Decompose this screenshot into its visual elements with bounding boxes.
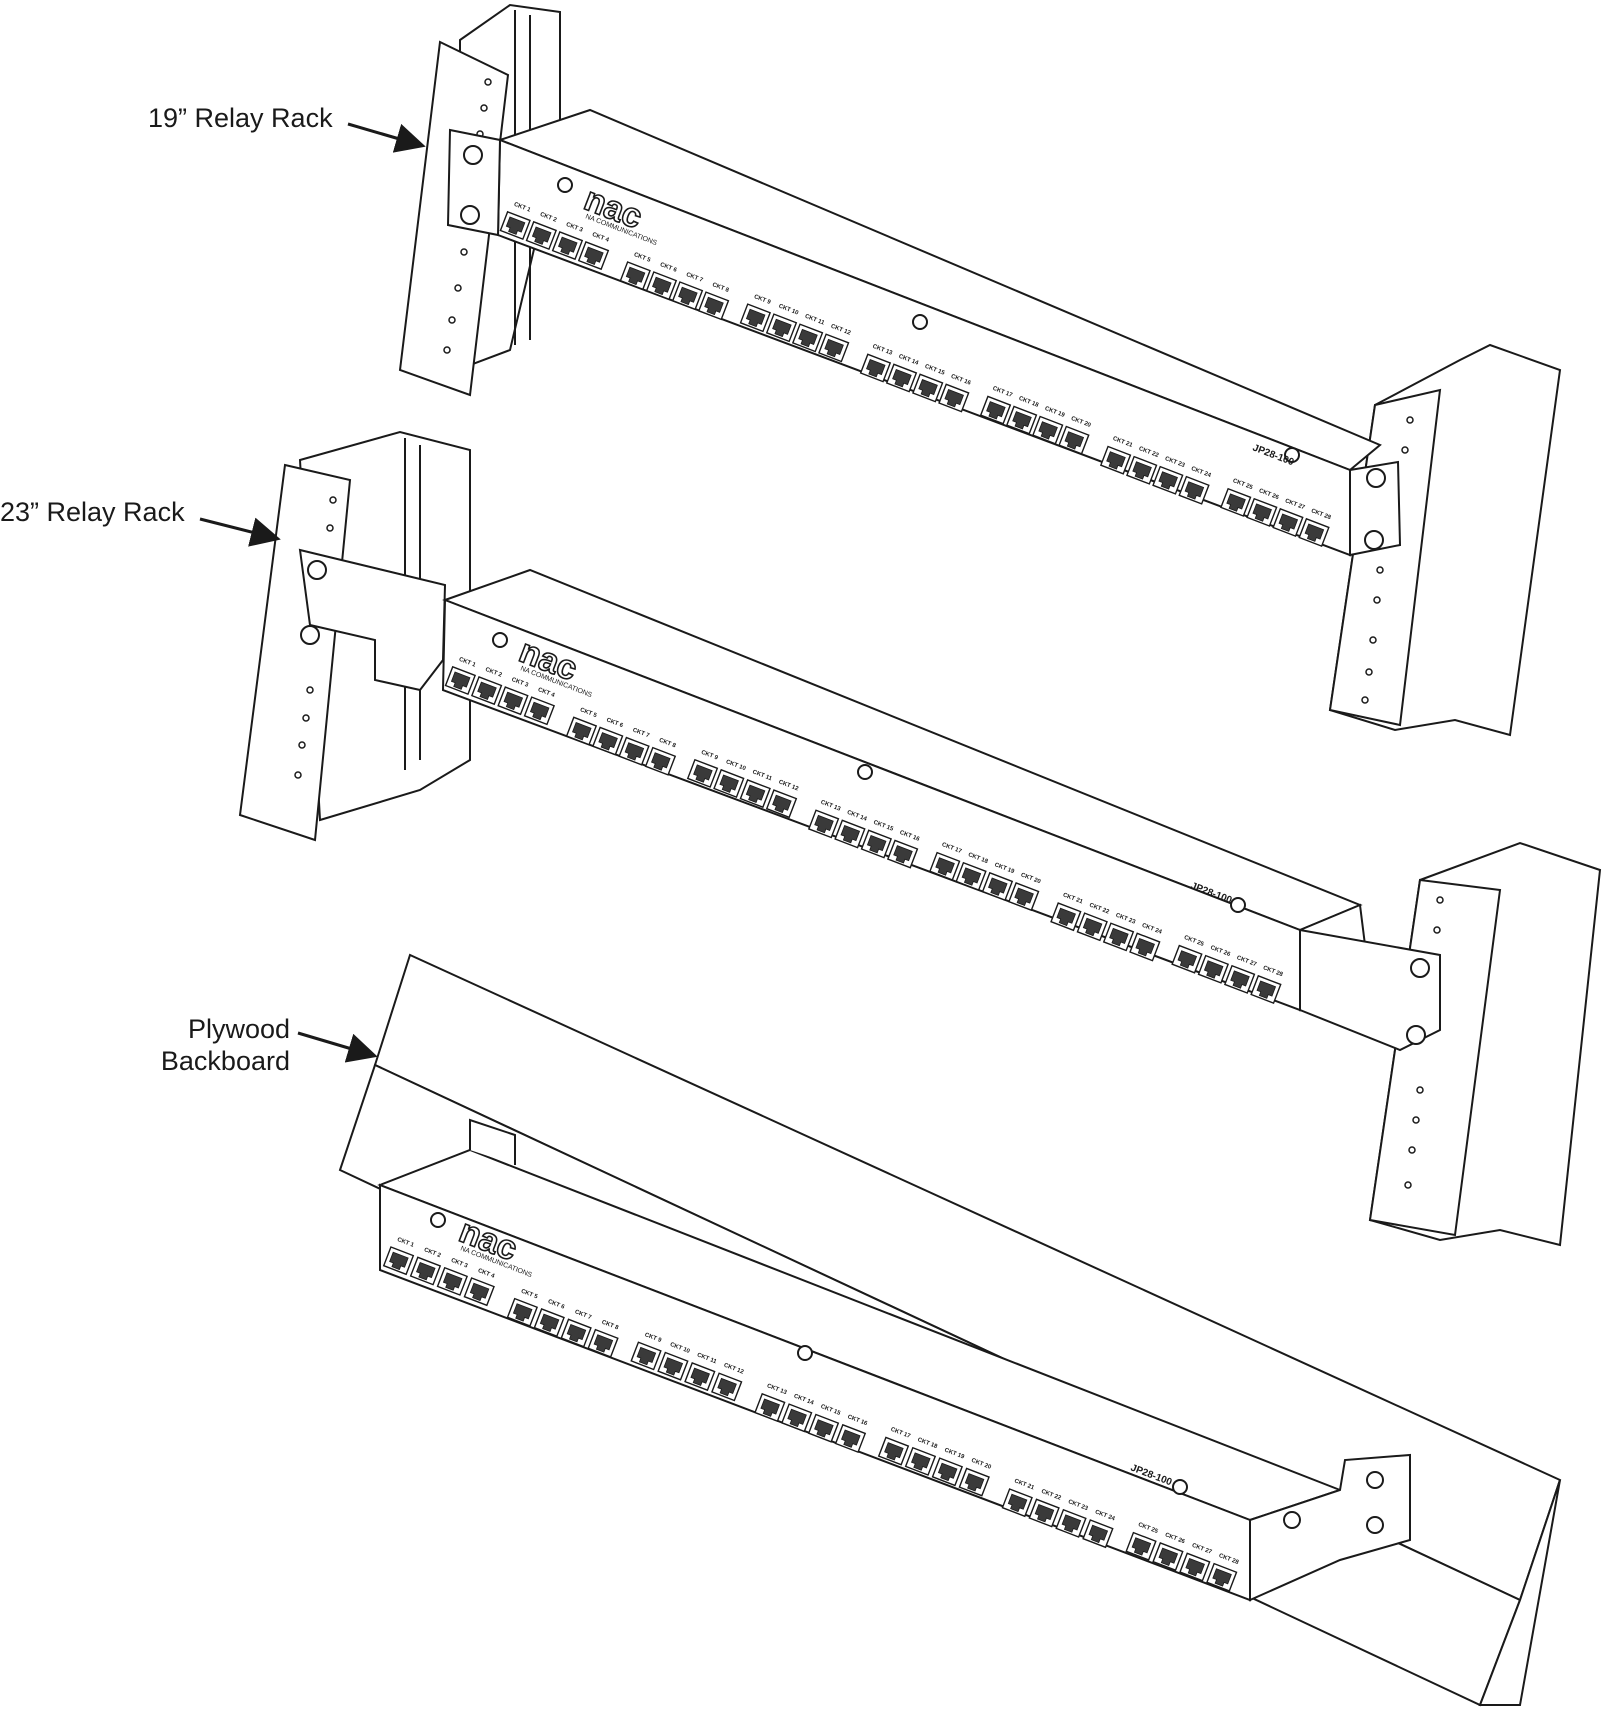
panel19-right-ear	[1349, 460, 1402, 557]
p23-port-12: CKT 12	[765, 779, 800, 819]
rack19-right-rail-front	[1328, 388, 1442, 727]
panel-wall-left-tab	[469, 1118, 516, 1165]
p19-port-4: CKT 4	[577, 232, 610, 271]
rack-23-assembly	[238, 430, 1602, 1247]
pw-port-2: CKT 2	[409, 1247, 442, 1286]
p23-port-4: CKT 4	[523, 687, 556, 726]
arrow-plywood	[297, 1031, 378, 1063]
label-19-relay-rack: 19” Relay Rack	[148, 103, 333, 133]
pw-port-3: CKT 3	[436, 1258, 469, 1296]
p19-port-7: CKT 7	[671, 272, 704, 311]
p19-port-8: CKT 8	[697, 282, 730, 321]
panel19-top	[497, 108, 1382, 472]
p19-port-26: CKT 26	[1246, 488, 1280, 527]
panel23-left-bracket	[298, 548, 447, 692]
label-plywood-line2: Backboard	[160, 1046, 290, 1077]
panel-wall-right-bracket	[1249, 1453, 1411, 1602]
p19-port-13: CKT 13	[859, 344, 894, 383]
arrow-rack19	[347, 122, 426, 153]
arrow-rack23	[199, 517, 281, 547]
p23-port-17: CKT 17	[929, 842, 963, 881]
rack-19-assembly	[398, 3, 1562, 737]
pw-port-16: CKT 16	[834, 1414, 869, 1454]
plywood-assembly	[338, 953, 1562, 1707]
pw-port-9: CKT 9	[630, 1332, 663, 1371]
p19-port-2: CKT 2	[525, 212, 558, 251]
label-plywood-line1: Plywood	[187, 1014, 290, 1044]
pw-port-11: CKT 11	[684, 1352, 718, 1392]
label-23-relay-rack: 23” Relay Rack	[0, 497, 185, 527]
p23-port-15: CKT 15	[860, 820, 894, 859]
panel23-top	[442, 568, 1363, 932]
pw-port-4: CKT 4	[463, 1268, 496, 1307]
pw-port-8: CKT 8	[587, 1320, 620, 1358]
pw-port-10: CKT 10	[657, 1342, 691, 1381]
pw-port-15: CKT 15	[807, 1404, 842, 1443]
label-plywood-backboard: Plywood Backboard	[150, 1013, 290, 1078]
rack23-right-rail-front	[1368, 878, 1502, 1237]
pw-port-25: CKT 25	[1125, 1522, 1159, 1561]
p19-port-6: CKT 6	[645, 262, 678, 301]
pw-port-21: CKT 21	[1001, 1478, 1035, 1518]
p23-port-5: CKT 5	[565, 707, 598, 746]
p19-port-23: CKT 23	[1152, 456, 1186, 495]
pw-port-5: CKT 5	[506, 1289, 539, 1327]
panel-wall-brand-logo: nac	[454, 1212, 522, 1268]
pw-port-28: CKT 28	[1206, 1553, 1240, 1592]
pw-port-27: CKT 27	[1179, 1543, 1213, 1582]
p23-port-28: CKT 28	[1250, 965, 1284, 1005]
callout-arrows	[199, 122, 426, 1063]
p19-port-28: CKT 28	[1298, 508, 1332, 548]
plywood-side-edge	[1478, 1479, 1561, 1706]
panel19-left-ear	[446, 128, 502, 237]
